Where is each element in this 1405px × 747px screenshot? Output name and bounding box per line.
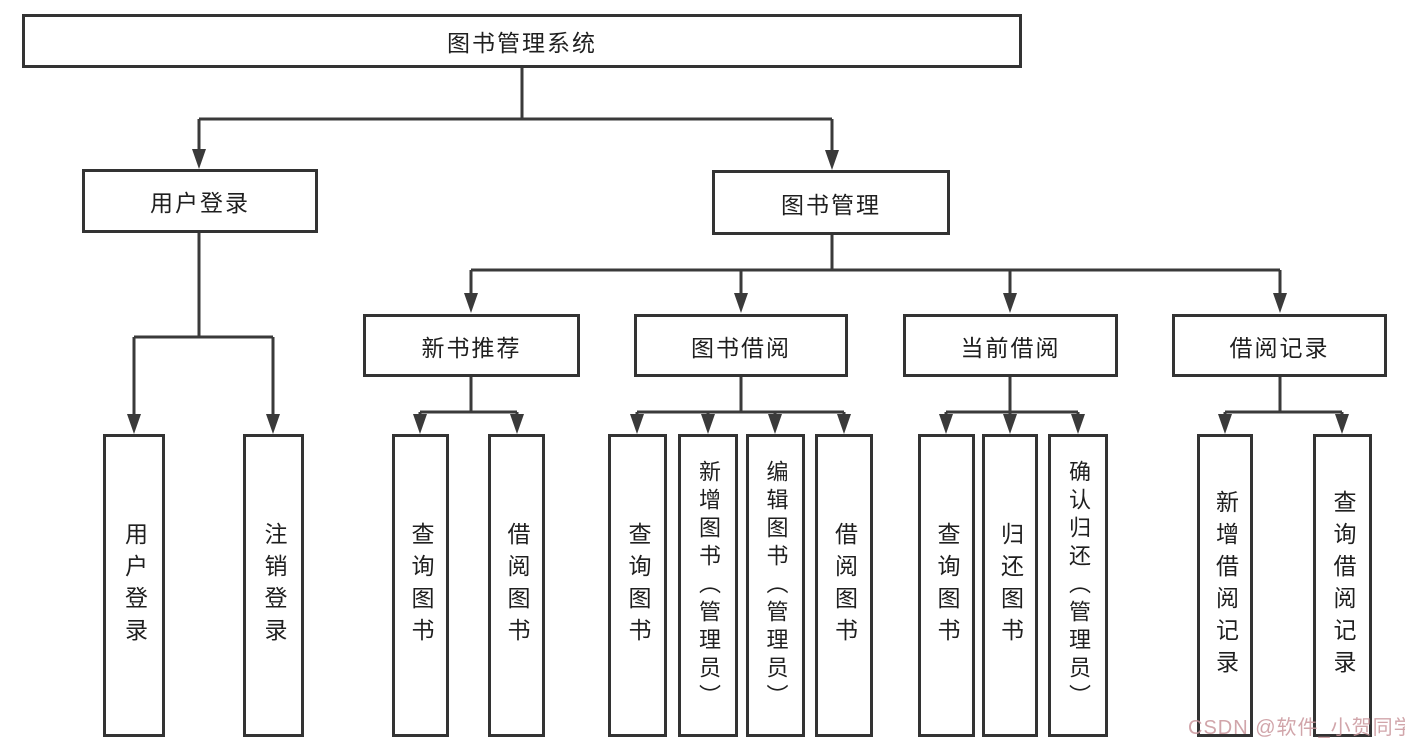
- leaf-current-query-label: 查询图书: [934, 521, 960, 650]
- leaf-newbooks-query-label: 查询图书: [408, 521, 434, 650]
- node-book-borrow-label: 图书借阅: [691, 334, 791, 361]
- leaf-current-confirm-admin-label: 确认归还（管理员）: [1066, 459, 1091, 712]
- node-new-book-recommend: 新书推荐: [363, 314, 580, 377]
- arrowheads-borrow-split: [630, 414, 851, 434]
- leaf-borrow-query: 查询图书: [608, 434, 667, 737]
- node-root-label: 图书管理系统: [447, 30, 597, 56]
- leaf-newbooks-borrow-label: 借阅图书: [504, 521, 530, 650]
- arrowheads-current-split: [939, 414, 1085, 434]
- leaf-borrow-borrow-label: 借阅图书: [831, 521, 858, 650]
- node-user-login: 用户登录: [82, 169, 318, 233]
- node-root: 图书管理系统: [22, 14, 1022, 68]
- leaf-logout: 注销登录: [243, 434, 304, 737]
- node-book-management-label: 图书管理: [781, 191, 881, 218]
- node-new-book-recommend-label: 新书推荐: [421, 334, 522, 361]
- node-current-borrow-label: 当前借阅: [960, 334, 1061, 361]
- leaf-borrow-edit-admin: 编辑图书（管理员）: [746, 434, 805, 737]
- leaf-user-login-label: 用户登录: [121, 521, 148, 650]
- leaf-records-query: 查询借阅记录: [1313, 434, 1372, 737]
- leaf-newbooks-borrow: 借阅图书: [488, 434, 545, 737]
- node-borrow-records-label: 借阅记录: [1229, 334, 1330, 361]
- arrowheads-management-split: [464, 293, 1287, 313]
- connector-root-split: [197, 68, 834, 153]
- node-borrow-records: 借阅记录: [1172, 314, 1387, 377]
- leaf-current-confirm-admin: 确认归还（管理员）: [1048, 434, 1108, 737]
- node-book-borrow: 图书借阅: [634, 314, 848, 377]
- leaf-user-login: 用户登录: [103, 434, 165, 737]
- arrowheads-newbooks-split: [413, 414, 524, 434]
- leaf-borrow-query-label: 查询图书: [625, 521, 651, 650]
- csdn-watermark: CSDN @软件_小贺同学: [1188, 717, 1405, 739]
- arrowheads-records-split: [1218, 414, 1349, 434]
- leaf-records-query-label: 查询借阅记录: [1330, 489, 1356, 682]
- leaf-borrow-add-admin: 新增图书（管理员）: [678, 434, 738, 737]
- node-user-login-label: 用户登录: [150, 190, 250, 216]
- leaf-newbooks-query: 查询图书: [392, 434, 449, 737]
- leaf-borrow-add-admin-label: 新增图书（管理员）: [696, 459, 721, 712]
- arrowheads-login-split: [127, 414, 280, 434]
- leaf-logout-label: 注销登录: [261, 521, 287, 650]
- leaf-current-return: 归还图书: [982, 434, 1038, 737]
- node-book-management: 图书管理: [712, 170, 950, 235]
- leaf-borrow-borrow: 借阅图书: [815, 434, 873, 737]
- connector-current-split: [944, 377, 1080, 416]
- leaf-borrow-edit-admin-label: 编辑图书（管理员）: [763, 459, 789, 712]
- connector-newbooks-split: [418, 377, 519, 416]
- leaf-records-add: 新增借阅记录: [1197, 434, 1253, 737]
- connector-records-split: [1223, 377, 1344, 416]
- arrowheads-root-split: [192, 149, 839, 170]
- node-current-borrow: 当前借阅: [903, 314, 1118, 377]
- connector-login-split: [132, 233, 275, 416]
- leaf-current-return-label: 归还图书: [997, 521, 1024, 650]
- leaf-current-query: 查询图书: [918, 434, 975, 737]
- leaf-records-add-label: 新增借阅记录: [1212, 489, 1239, 682]
- connector-management-split: [469, 235, 1282, 295]
- connector-borrow-split: [635, 377, 846, 416]
